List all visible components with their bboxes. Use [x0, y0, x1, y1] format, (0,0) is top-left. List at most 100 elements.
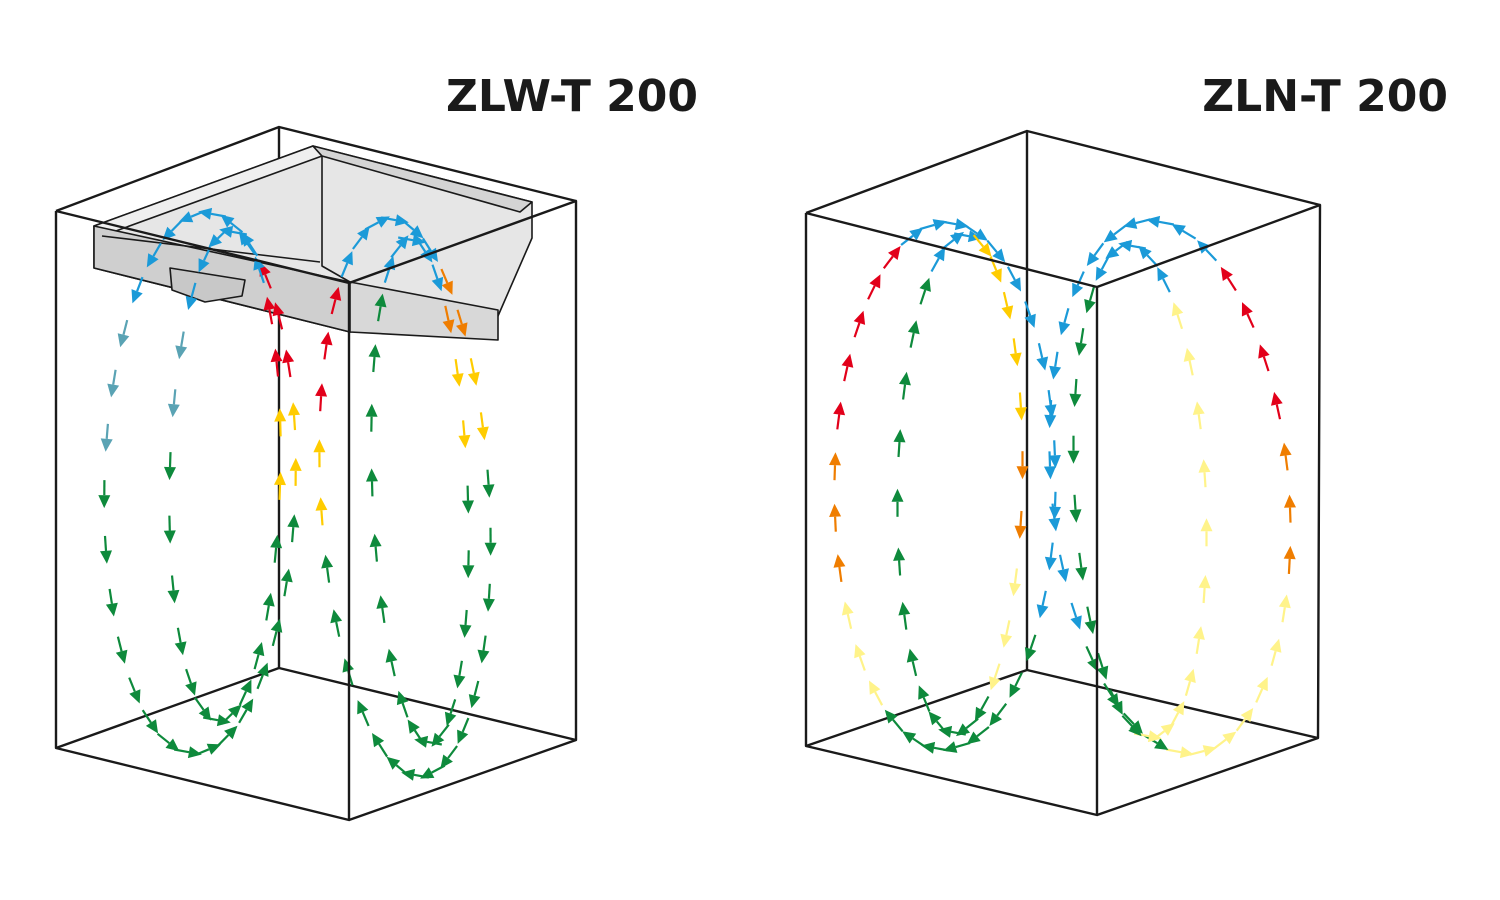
- loop-right-inner-arrow: [459, 609, 472, 638]
- loop-r-right-outer-arrow: [1235, 708, 1254, 732]
- loop-r-right-inner-arrow: [1109, 689, 1123, 715]
- loop-right-inner-arrow: [376, 595, 389, 624]
- loop-r-left-inner-arrow: [1009, 568, 1021, 597]
- loop-r-left-outer-arrow: [902, 731, 927, 748]
- loop-right-outer-arrow: [457, 717, 470, 744]
- loop-left-outer-arrow: [272, 302, 285, 330]
- loop-r-left-outer-arrow: [867, 274, 881, 300]
- loop-r-right-inner-arrow: [1200, 518, 1213, 547]
- loop-r-right-outer-arrow: [1048, 503, 1061, 532]
- loop-r-right-outer-arrow: [1070, 602, 1082, 630]
- loop-r-right-outer-arrow: [1220, 266, 1237, 292]
- loop-r-left-inner-arrow: [1014, 510, 1027, 539]
- loop-right-outer-arrow: [315, 383, 328, 412]
- loop-r-left-inner-arrow: [928, 711, 948, 734]
- loop-left-outer-arrow: [100, 535, 112, 564]
- loop-r-right-inner-arrow: [1184, 668, 1196, 697]
- loop-right-outer-arrow: [315, 497, 328, 526]
- loop-right-inner-arrow: [396, 690, 409, 718]
- loop-r-right-inner-arrow: [1105, 240, 1129, 259]
- loop-r-left-outer-arrow: [1036, 590, 1049, 619]
- loop-r-left-outer-arrow: [882, 246, 901, 269]
- loop-r-right-inner-arrow: [1157, 267, 1171, 293]
- loop-left-inner-arrow: [208, 227, 230, 248]
- loop-r-left-inner-arrow: [906, 648, 919, 677]
- loop-left-inner-arrow: [163, 515, 176, 544]
- loop-left-outer-arrow: [117, 319, 130, 348]
- loop-r-left-outer-arrow: [1044, 542, 1057, 571]
- loop-left-inner-arrow: [167, 389, 180, 418]
- loop-left-inner-arrow: [270, 348, 283, 377]
- loop-right-outer-arrow: [482, 469, 495, 498]
- loop-r-left-outer-arrow: [1049, 491, 1061, 520]
- loop-r-right-outer-arrow: [1123, 217, 1151, 229]
- loop-right-outer-arrow: [340, 251, 353, 278]
- loop-r-right-inner-arrow: [1096, 652, 1109, 680]
- loop-left-inner-arrow: [238, 679, 252, 706]
- loop-right-outer-arrow: [386, 756, 409, 776]
- loop-right-inner-arrow: [444, 699, 457, 726]
- loop-left-outer-arrow: [131, 276, 144, 304]
- loop-r-right-outer-arrow: [1241, 302, 1255, 329]
- loop-r-left-inner-arrow: [974, 695, 990, 721]
- loop-left-outer-arrow: [270, 618, 283, 647]
- loop-r-right-outer-arrow: [1269, 638, 1282, 666]
- loop-r-left-outer-arrow: [854, 644, 866, 671]
- loop-right-inner-arrow: [451, 358, 464, 387]
- loop-r-right-outer-arrow: [1171, 224, 1197, 240]
- loop-r-left-inner-arrow: [918, 685, 931, 712]
- loop-r-left-outer-arrow: [966, 726, 990, 745]
- loop-r-left-outer-arrow: [921, 741, 949, 754]
- loop-r-left-outer-arrow: [1048, 440, 1061, 469]
- loop-r-right-inner-arrow: [1171, 302, 1184, 330]
- loop-left-outer-arrow: [256, 662, 269, 690]
- loop-left-inner-arrow: [252, 642, 265, 670]
- loop-right-outer-arrow: [467, 358, 480, 386]
- loop-r-left-inner-arrow: [893, 429, 906, 458]
- loop-left-outer-arrow: [288, 402, 300, 431]
- loop-r-left-inner-arrow: [899, 371, 911, 400]
- loop-r-left-outer-arrow: [941, 218, 969, 231]
- loop-r-right-outer-arrow: [1283, 545, 1296, 574]
- loop-right-outer-arrow: [321, 554, 334, 583]
- loop-left-outer-arrow: [100, 423, 113, 452]
- loop-r-left-inner-arrow: [989, 256, 1002, 283]
- loop-right-outer-arrow: [329, 286, 342, 315]
- loop-right-outer-arrow: [440, 745, 458, 769]
- loop-r-right-outer-arrow: [1057, 554, 1069, 583]
- loop-left-inner-arrow: [174, 627, 187, 656]
- loop-r-right-outer-arrow: [1258, 344, 1270, 372]
- loop-left-inner-arrow: [185, 282, 198, 310]
- loop-r-left-inner-arrow: [1016, 451, 1029, 480]
- loop-r-right-inner-arrow: [1170, 701, 1185, 727]
- loop-left-outer-arrow: [156, 732, 180, 752]
- loop-r-right-outer-arrow: [1049, 351, 1062, 380]
- loop-r-left-inner-arrow: [941, 231, 964, 251]
- loop-r-left-inner-arrow: [891, 488, 904, 517]
- loop-r-right-inner-arrow: [1183, 347, 1196, 376]
- loop-left-inner-arrow: [238, 231, 256, 255]
- loop-r-left-inner-arrow: [930, 247, 946, 273]
- loop-r-right-outer-arrow: [1284, 494, 1296, 523]
- loop-r-right-outer-arrow: [1271, 391, 1283, 420]
- loop-right-outer-arrow: [357, 700, 370, 727]
- loop-r-left-inner-arrow: [893, 547, 906, 576]
- loop-r-left-outer-arrow: [989, 703, 1008, 726]
- loop-r-right-inner-arrow: [1075, 552, 1088, 581]
- loop-r-left-outer-arrow: [1024, 634, 1037, 662]
- loop-right-inner-arrow: [462, 485, 474, 514]
- box-front-edges-left: [54, 199, 578, 822]
- loop-r-left-outer-arrow: [833, 401, 846, 430]
- loop-right-inner-arrow: [431, 264, 444, 292]
- loop-r-right-outer-arrow: [1213, 731, 1237, 750]
- loop-r-right-outer-arrow: [1255, 676, 1268, 703]
- loop-left-outer-arrow: [105, 588, 118, 617]
- loop-left-outer-arrow: [280, 568, 293, 597]
- loop-left-outer-arrow: [238, 698, 254, 724]
- diagram-title-left: ZLW-T 200: [446, 71, 698, 122]
- loop-r-right-outer-arrow: [1189, 745, 1217, 757]
- loop-r-right-outer-arrow: [1279, 442, 1292, 471]
- loop-right-outer-arrow: [352, 226, 370, 250]
- loop-left-inner-arrow: [263, 296, 276, 325]
